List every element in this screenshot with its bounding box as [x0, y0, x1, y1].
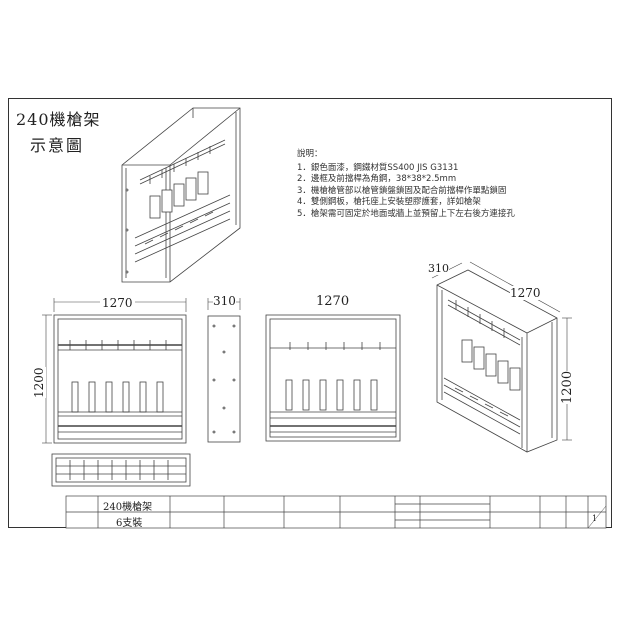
- note-item: 3．機槍槍管部以槍管鎖盤鎖固及配合前擋桿作單點鎖固: [297, 185, 507, 196]
- title-block: [65, 495, 607, 529]
- dim-height-left: 1200: [32, 367, 46, 398]
- isometric-view-small: [121, 107, 241, 283]
- front-view: [42, 298, 187, 444]
- drawing-subtitle: 示意圖: [30, 136, 85, 155]
- product-spec: 6支裝: [116, 518, 143, 529]
- isometric-view-large: [431, 261, 572, 453]
- dim-back-width: 1270: [316, 294, 350, 309]
- note-item: 2．邊框及前擋桿為角鋼，38*38*2.5mm: [297, 174, 457, 184]
- dim-front-width: 1270: [100, 296, 135, 310]
- note-item: 5．槍架需可固定於地面或牆上並預留上下左右後方連接孔: [297, 208, 515, 219]
- notes-block: 說明： 1．銀色面漆，鋼鐵材質SS400 JIS G3131 2．邊框及前擋桿為…: [297, 149, 515, 220]
- note-item: 1．銀色面漆，鋼鐵材質SS400 JIS G3131: [297, 162, 459, 173]
- product-name: 240機槍架: [103, 502, 153, 513]
- drawing-title: 240機槍架: [16, 110, 101, 129]
- scale-value: 1: [592, 514, 598, 523]
- dim-iso-height: 1200: [560, 370, 575, 404]
- dim-side-depth: 310: [213, 294, 236, 308]
- back-view: [265, 314, 401, 442]
- notes-heading: 說明：: [297, 149, 323, 159]
- note-item: 4．雙側鋼板，槍托座上安裝塑膠護套，詳如槍架: [297, 197, 481, 207]
- side-view: [207, 298, 241, 443]
- dim-iso-depth: 310: [428, 262, 449, 275]
- top-view: [51, 453, 191, 487]
- dim-iso-width: 1270: [510, 286, 541, 300]
